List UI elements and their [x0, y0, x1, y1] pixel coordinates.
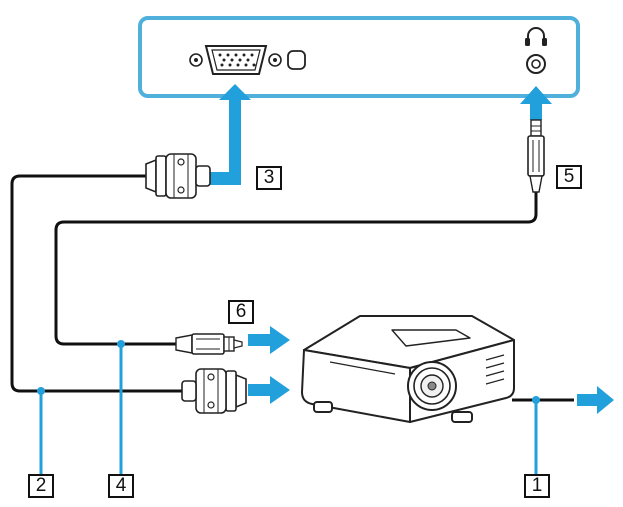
vga-cable	[10, 174, 183, 393]
callout-5: 5	[556, 165, 582, 189]
vga-connector-bottom	[181, 368, 247, 414]
audio-jack-icon	[526, 54, 546, 74]
audio-plug-horizontal	[175, 333, 243, 355]
callout-6: 6	[228, 300, 254, 324]
arrow-right-audio	[248, 326, 290, 354]
callout-leaders	[37, 340, 540, 474]
projector	[301, 315, 515, 423]
arrow-up-audio	[520, 86, 552, 120]
arrow-up-vga	[219, 84, 251, 180]
port-cover	[287, 50, 306, 70]
callout-1: 1	[524, 474, 550, 498]
projector-lens	[407, 361, 457, 411]
computer-panel	[138, 16, 580, 98]
headphone-icon	[525, 27, 547, 46]
audio-cable	[54, 192, 538, 346]
callout-4: 4	[108, 474, 134, 498]
audio-plug-vertical	[527, 119, 545, 193]
callout-3: 3	[256, 166, 282, 190]
vga-connector-top	[145, 153, 211, 199]
vga-port-icon	[189, 45, 282, 75]
arrow-elbow-vga	[210, 172, 241, 185]
arrow-right-power	[577, 386, 614, 414]
callout-2: 2	[28, 474, 54, 498]
arrow-right-vga	[248, 376, 290, 404]
